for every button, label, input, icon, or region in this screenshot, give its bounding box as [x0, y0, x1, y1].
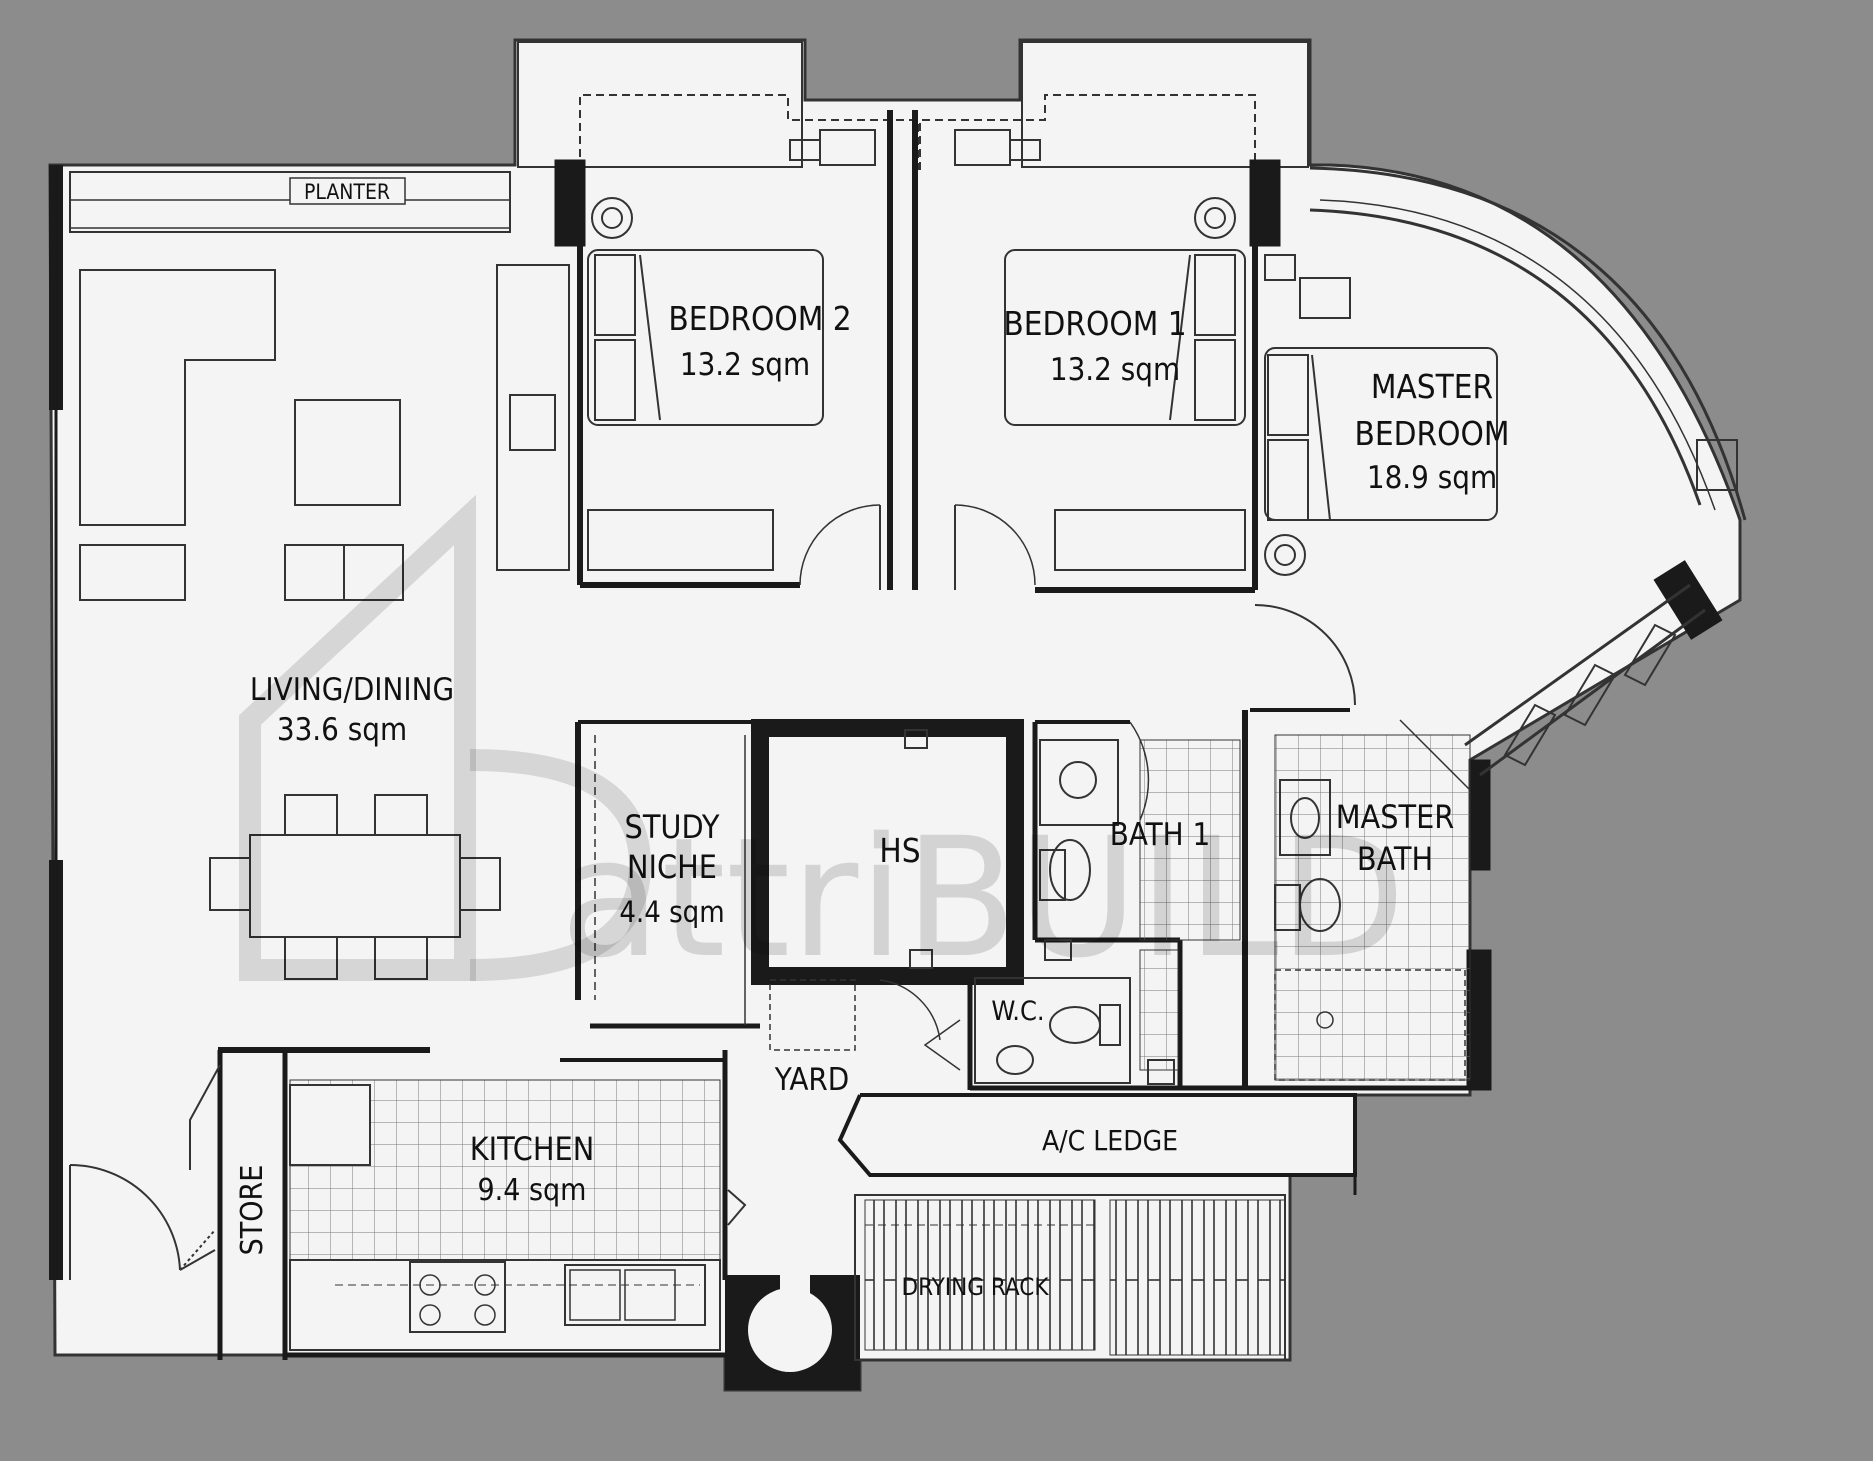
- kitchen-area: 9.4 sqm: [478, 1173, 587, 1208]
- master-bath-name-2: BATH: [1357, 840, 1433, 878]
- bedroom-2: [587, 129, 881, 590]
- hs-label: HS: [879, 831, 920, 870]
- study-niche-name-2: NICHE: [627, 848, 717, 886]
- planter-label: PLANTER: [304, 180, 390, 204]
- wc: [974, 977, 1131, 1084]
- bath1-label: BATH 1: [1110, 817, 1210, 853]
- bath-1: [1039, 721, 1241, 1085]
- master-bedroom-name-1: MASTER: [1371, 367, 1493, 406]
- master-bedroom: [1254, 254, 1738, 706]
- balcony-bedroom1: [919, 41, 1309, 170]
- household-shelter: [904, 729, 933, 969]
- planter: PLANTER: [69, 171, 511, 233]
- drying-rack-label: DRYING RACK: [902, 1273, 1050, 1301]
- bedroom2-area: 13.2 sqm: [680, 347, 810, 383]
- store-label: STORE: [235, 1165, 270, 1256]
- study-niche: [594, 735, 746, 1025]
- study-niche-name-1: STUDY: [625, 808, 720, 846]
- ac-ledge-label: A/C LEDGE: [1042, 1124, 1178, 1157]
- walls: [49, 110, 1723, 1360]
- living-dining-name: LIVING/DINING: [250, 672, 454, 708]
- master-bedroom-curve: [1309, 166, 1747, 777]
- living-furniture: [79, 264, 570, 980]
- yard-label: YARD: [774, 1062, 850, 1098]
- master-bedroom-name-2: BEDROOM: [1355, 414, 1510, 453]
- watermark-text: attriBUILD: [560, 802, 1406, 994]
- bedroom2-name: BEDROOM 2: [668, 299, 851, 338]
- kitchen: [289, 1079, 747, 1351]
- wc-label: W.C.: [991, 996, 1044, 1027]
- bedroom-1: [954, 129, 1246, 590]
- diagonal-window: [1503, 623, 1677, 767]
- watermark-logo: attriBUILD: [239, 494, 1406, 994]
- yard: [769, 979, 961, 1071]
- bedroom1-area: 13.2 sqm: [1050, 352, 1180, 388]
- bedroom1-name: BEDROOM 1: [1003, 304, 1186, 343]
- master-bedroom-area: 18.9 sqm: [1367, 460, 1497, 496]
- bin-chute: [725, 1275, 860, 1390]
- study-niche-area: 4.4 sqm: [619, 895, 724, 929]
- store: [189, 1064, 221, 1170]
- living-dining-area: 33.6 sqm: [277, 712, 407, 748]
- master-bath-name-1: MASTER: [1336, 798, 1455, 836]
- drying-rack: [854, 1194, 1286, 1361]
- master-bath: [1274, 719, 1471, 1081]
- kitchen-name: KITCHEN: [470, 1130, 595, 1168]
- entrance-door: [69, 1163, 216, 1280]
